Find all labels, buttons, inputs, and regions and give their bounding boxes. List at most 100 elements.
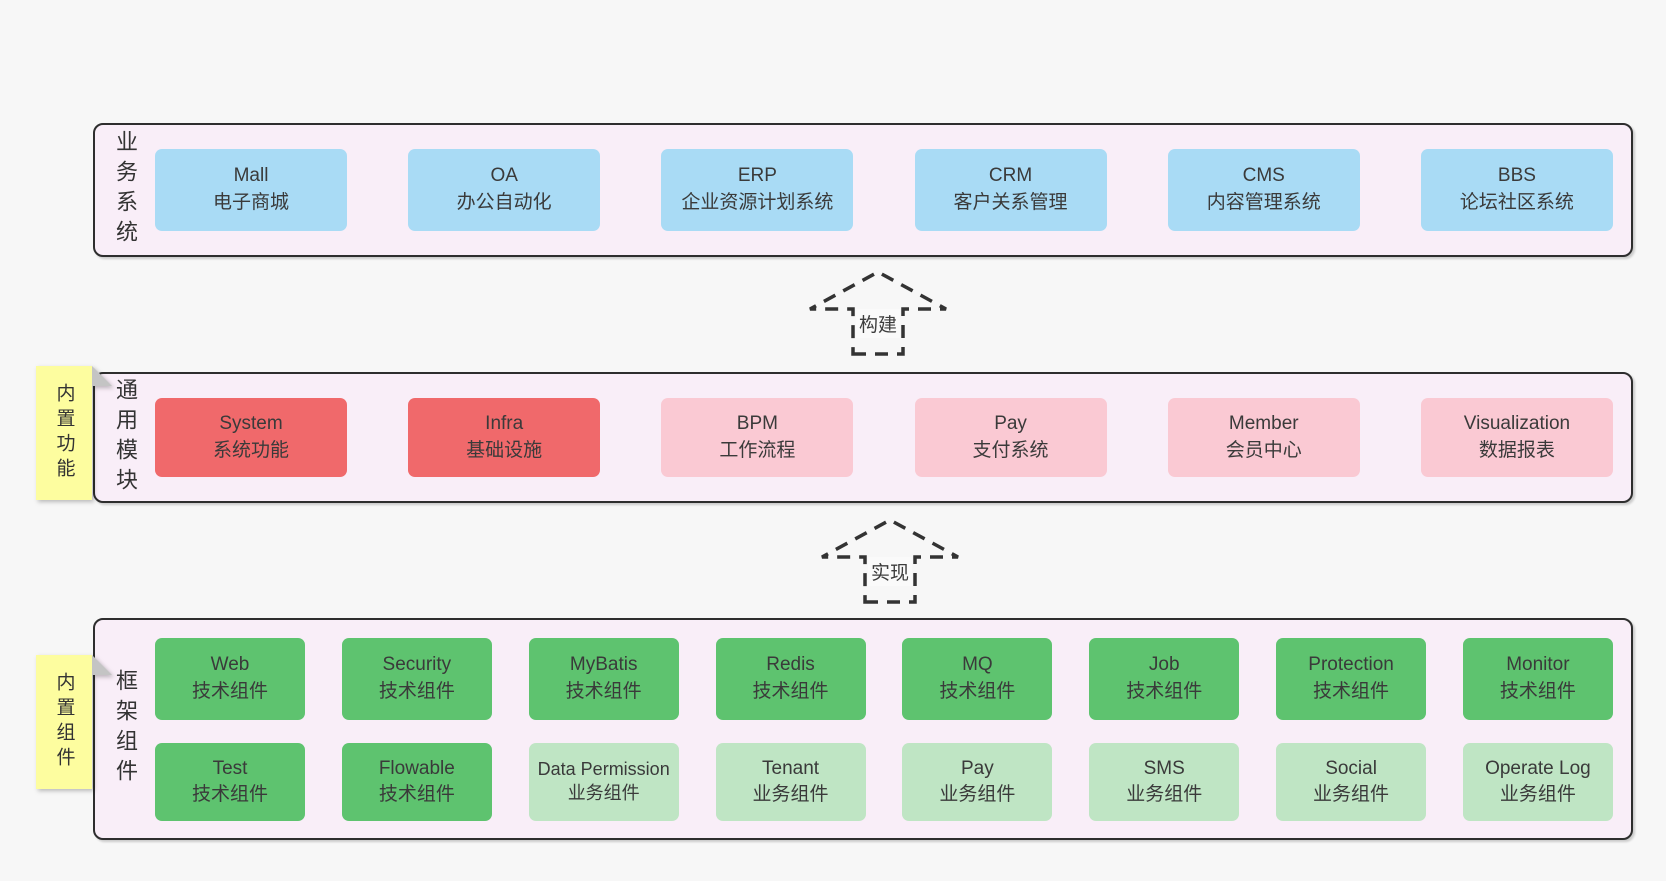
box-title: Security (382, 653, 452, 675)
box-web: Web 技术组件 (155, 637, 305, 720)
builtin-functions-note: 内置功能 (36, 366, 112, 500)
box-subtitle: 系统功能 (212, 439, 289, 461)
box-subtitle: 数据报表 (1478, 439, 1555, 461)
sticky-note: 内置组件 (36, 655, 92, 789)
box-title: Test (212, 758, 248, 780)
box-cms: CMS 内容管理系统 (1167, 149, 1360, 231)
build-arrow: 构建 (808, 269, 948, 357)
box-title: Visualization (1463, 412, 1571, 434)
framework-components-grid: Web 技术组件 Security 技术组件 MyBatis 技术组件 Redi… (155, 620, 1631, 838)
box-mall: Mall 电子商城 (155, 149, 347, 231)
box-subtitle: 办公自动化 (456, 192, 552, 213)
layer-label-column: 框架组件 (95, 620, 155, 838)
up-arrow-icon (809, 270, 947, 356)
up-arrow-icon (821, 518, 959, 604)
box-title: BPM (736, 412, 778, 434)
box-bbs: BBS 论坛社区系统 (1420, 149, 1613, 231)
box-system: System 系统功能 (155, 398, 347, 477)
box-subtitle: 企业资源计划系统 (681, 192, 834, 213)
box-title: Infra (485, 412, 524, 434)
box-subtitle: 技术组件 (378, 783, 455, 805)
box-title: Web (210, 653, 250, 675)
builtin-functions-label: 内置功能 (53, 383, 75, 483)
layer-common-modules: 通用模块 System 系统功能 Infra 基础设施 BPM 工作流程 Pay… (93, 372, 1633, 503)
box-title: CRM (988, 165, 1033, 187)
layer-common-modules-label: 通用模块 (113, 377, 138, 498)
box-subtitle: 技术组件 (1499, 680, 1576, 702)
box-data-permission: Data Permission 业务组件 (528, 742, 679, 821)
box-title: BBS (1497, 165, 1536, 187)
box-oa: OA 办公自动化 (408, 149, 601, 231)
layer-framework-components-label: 框架组件 (113, 669, 138, 789)
build-arrow-label: 构建 (855, 309, 901, 338)
box-mq: MQ 技术组件 (902, 637, 1053, 720)
common-modules-row: System 系统功能 Infra 基础设施 BPM 工作流程 Pay 支付系统… (155, 374, 1631, 501)
box-subtitle: 技术组件 (1313, 680, 1390, 702)
box-sms: SMS 业务组件 (1089, 742, 1240, 821)
box-title: System (219, 412, 283, 434)
business-systems-row: Mall 电子商城 OA 办公自动化 ERP 企业资源计划系统 CRM 客户关系… (155, 125, 1631, 255)
box-title: MQ (962, 653, 993, 675)
layer-framework-components: 框架组件 Web 技术组件 Security 技术组件 MyBatis 技术组件… (93, 618, 1633, 840)
builtin-components-note: 内置组件 (36, 655, 112, 789)
builtin-components-label: 内置组件 (53, 672, 75, 772)
box-subtitle: 技术组件 (191, 783, 268, 805)
implement-arrow-label: 实现 (867, 557, 913, 586)
box-title: Protection (1308, 653, 1394, 675)
layer-label-column: 通用模块 (95, 374, 155, 501)
biz-components-row: Test 技术组件 Flowable 技术组件 Data Permission … (155, 742, 1613, 821)
box-subtitle: 论坛社区系统 (1459, 192, 1574, 213)
box-subtitle: 支付系统 (972, 439, 1049, 461)
box-mybatis: MyBatis 技术组件 (528, 637, 679, 720)
box-bpm: BPM 工作流程 (661, 398, 854, 477)
box-title: Social (1325, 758, 1377, 780)
box-subtitle: 业务组件 (1126, 783, 1203, 805)
box-subtitle: 会员中心 (1225, 439, 1302, 461)
box-social: Social 业务组件 (1276, 742, 1427, 821)
box-pay: Pay 支付系统 (914, 398, 1107, 477)
box-title: Data Permission (537, 758, 670, 779)
box-flowable: Flowable 技术组件 (341, 742, 492, 821)
box-test: Test 技术组件 (155, 742, 305, 821)
box-subtitle: 业务组件 (939, 783, 1016, 805)
implement-arrow: 实现 (820, 517, 960, 605)
box-title: CMS (1242, 165, 1285, 187)
box-title: Mall (233, 165, 269, 187)
box-subtitle: 技术组件 (752, 680, 829, 702)
box-subtitle: 客户关系管理 (953, 192, 1068, 213)
box-erp: ERP 企业资源计划系统 (661, 149, 854, 231)
box-subtitle: 业务组件 (567, 782, 640, 803)
box-tenant: Tenant 业务组件 (715, 742, 866, 821)
box-title: Pay (994, 412, 1027, 434)
box-subtitle: 技术组件 (565, 680, 642, 702)
layer-business-systems-label: 业务系统 (113, 130, 138, 250)
box-subtitle: 内容管理系统 (1206, 192, 1321, 213)
sticky-note: 内置功能 (36, 366, 92, 500)
box-security: Security 技术组件 (341, 637, 492, 720)
box-subtitle: 技术组件 (939, 680, 1016, 702)
tech-components-row: Web 技术组件 Security 技术组件 MyBatis 技术组件 Redi… (155, 637, 1613, 720)
box-title: SMS (1143, 758, 1185, 780)
box-subtitle: 业务组件 (752, 783, 829, 805)
box-title: Operate Log (1485, 758, 1591, 780)
box-title: Monitor (1506, 653, 1570, 675)
box-title: Flowable (378, 758, 455, 780)
box-monitor: Monitor 技术组件 (1462, 637, 1613, 720)
box-subtitle: 电子商城 (212, 192, 289, 213)
box-job: Job 技术组件 (1089, 637, 1240, 720)
box-title: MyBatis (569, 653, 638, 675)
box-member: Member 会员中心 (1167, 398, 1360, 477)
box-operate-log: Operate Log 业务组件 (1462, 742, 1613, 821)
layer-business-systems: 业务系统 Mall 电子商城 OA 办公自动化 ERP 企业资源计划系统 CRM… (93, 123, 1633, 257)
box-subtitle: 技术组件 (378, 680, 455, 702)
box-subtitle: 业务组件 (1313, 783, 1390, 805)
box-title: OA (490, 165, 518, 187)
box-redis: Redis 技术组件 (715, 637, 866, 720)
box-title: ERP (737, 165, 777, 187)
layer-label-column: 业务系统 (95, 125, 155, 255)
box-visualization: Visualization 数据报表 (1420, 398, 1613, 477)
box-infra: Infra 基础设施 (408, 398, 601, 477)
box-title: Tenant (762, 758, 820, 780)
box-subtitle: 技术组件 (1126, 680, 1203, 702)
